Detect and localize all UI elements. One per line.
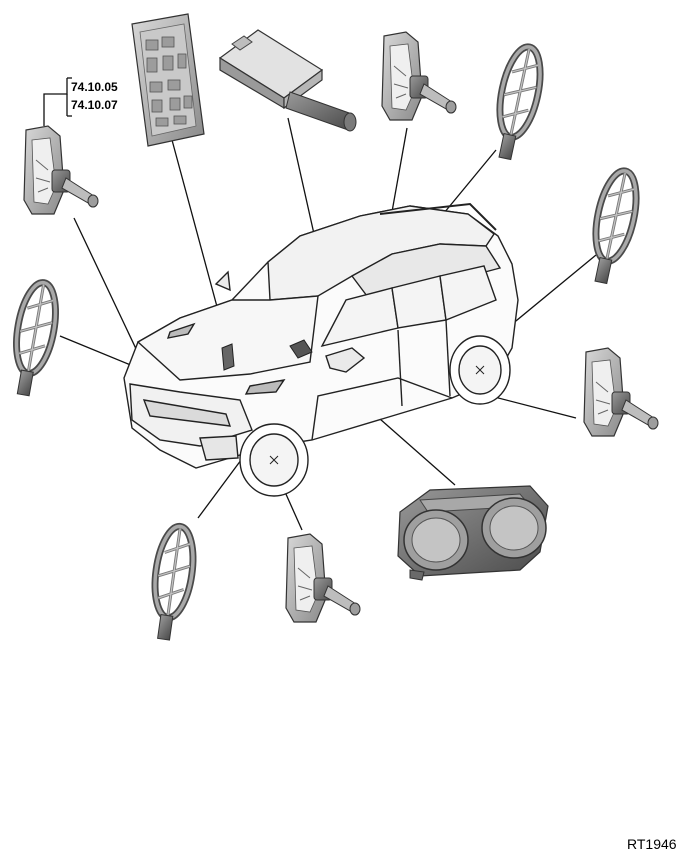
vehicle-outline: [123, 202, 519, 497]
front-left-wheel-valve-sensor: [23, 125, 99, 215]
hood-fuse-marker: [221, 343, 235, 371]
leader-lines: [43, 77, 597, 531]
instrument-cluster: [397, 485, 549, 581]
front-right-wheel-valve-sensor: [285, 533, 361, 623]
rear-right-initiator-antenna: [584, 167, 643, 286]
figure-id: RT1946: [627, 836, 677, 852]
front-left-initiator-antenna: [6, 280, 61, 399]
rear-right-wheel-valve-sensor: [583, 347, 659, 437]
reference-code-2: 74.10.07: [71, 98, 118, 112]
rear-left-initiator-antenna: [488, 43, 547, 162]
dash-sensor-marker: [289, 339, 313, 359]
tpms-receiver-module: [218, 29, 357, 132]
front-right-initiator-antenna: [147, 524, 199, 642]
central-junction-box: [131, 13, 205, 147]
rear-left-wheel-valve-sensor: [381, 31, 457, 121]
reference-code-1: 74.10.05: [71, 80, 118, 94]
